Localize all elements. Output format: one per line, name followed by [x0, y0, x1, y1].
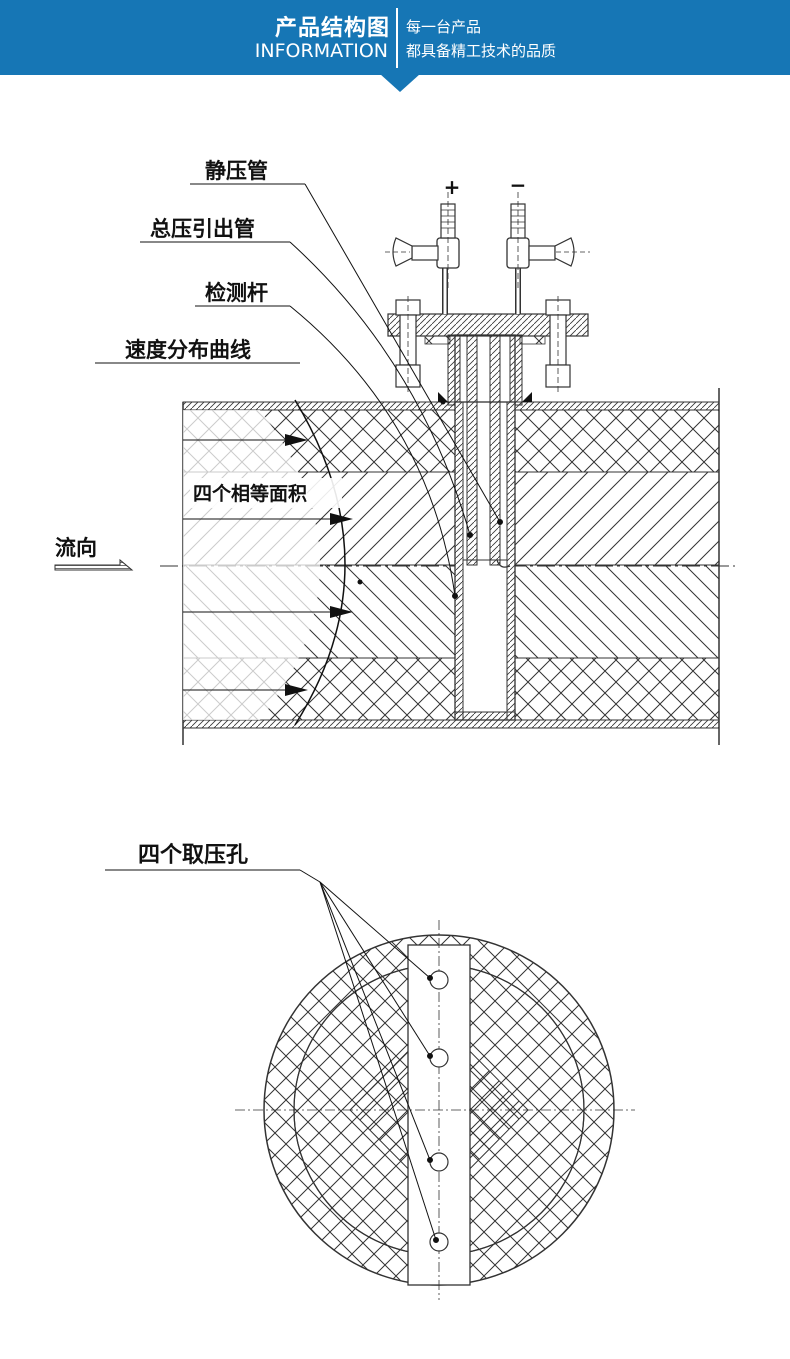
label-probe-rod: 检测杆 [205, 281, 268, 305]
probe-rod [447, 334, 523, 721]
leader-lines-top [95, 183, 503, 599]
banner-title: 产品结构图 [274, 16, 390, 41]
label-four-taps: 四个取压孔 [138, 843, 248, 868]
header-banner: 产品结构图 INFORMATION 每一台产品 都具备精工技术的品质 [0, 0, 790, 75]
banner-tagline-1: 每一台产品 [406, 18, 482, 36]
label-total-pressure-tube: 总压引出管 [150, 217, 255, 241]
flow-arrow [54, 558, 134, 571]
plus-sign: + [444, 175, 461, 199]
velocity-curve [183, 399, 363, 726]
left-bolt [395, 296, 421, 395]
banner-subtitle: INFORMATION [254, 40, 388, 62]
plus-valve [385, 192, 460, 314]
label-static-pressure-tube: 静压管 [205, 159, 268, 183]
right-bolt [545, 296, 571, 395]
banner-divider [396, 8, 398, 68]
leader-lines-bottom [105, 869, 439, 1243]
minus-valve [506, 192, 590, 314]
label-velocity-curve: 速度分布曲线 [125, 338, 251, 362]
label-equal-areas: 四个相等面积 [193, 482, 307, 505]
banner-notch [380, 74, 420, 92]
pipe-section [160, 388, 735, 745]
minus-sign: − [510, 173, 527, 197]
label-flow-direction: 流向 [55, 536, 97, 560]
pipe-cross-section [235, 920, 635, 1300]
flange [387, 296, 589, 402]
banner-tagline-2: 都具备精工技术的品质 [406, 42, 557, 60]
